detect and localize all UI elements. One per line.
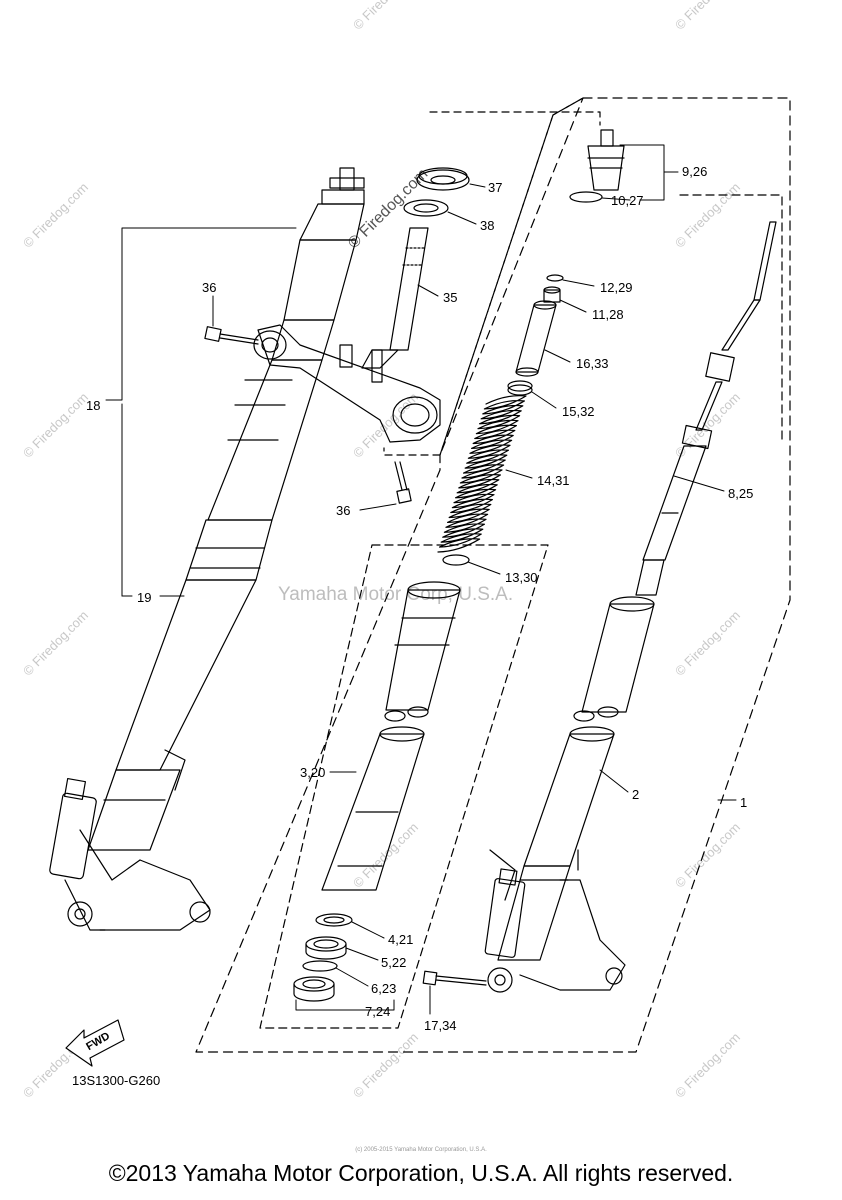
assembled-fork-leg [49,167,365,931]
washer-12 [546,274,564,282]
label-36-bottom: 36 [336,503,351,518]
tiny-copyright: (c) 2005-2015 Yamaha Motor Corporation, … [355,1147,487,1153]
damper-rod [635,221,777,596]
label-10-27: 10,27 [611,193,644,208]
dust-seal-7 [293,976,335,1002]
group-outline-1 [195,97,791,1053]
spacer-16 [515,300,557,377]
label-9-26: 9,26 [682,164,708,179]
steering-stem [361,227,429,369]
inner-tube-slider [321,726,425,891]
fwd-arrow-icon [65,1019,125,1067]
seal-4 [315,913,353,927]
label-35: 35 [443,290,458,305]
bearing-race [416,167,470,191]
label-7-24: 7,24 [365,1004,391,1019]
label-17-34: 17,34 [424,1018,457,1033]
group-outline-3-20 [259,544,549,1029]
label-18: 18 [86,398,101,413]
label-8-25: 8,25 [728,486,754,501]
pinch-bolt-upper [204,326,259,345]
copyright-notice: ©2013 Yamaha Motor Corporation, U.S.A. A… [108,1160,734,1186]
outer-tube [384,581,461,722]
group-outline-2 [439,97,584,456]
yamaha-watermark: Yamaha Motor Corp, U.S.A. [278,584,514,605]
label-15-32: 15,32 [562,404,595,419]
spring-seat-15 [507,380,533,396]
under-bracket [253,324,441,443]
label-38: 38 [480,218,495,233]
collar-11 [543,286,561,303]
label-11-28: 11,28 [592,307,624,322]
fork-inner-tube-right [497,726,615,961]
label-16-33: 16,33 [576,356,609,371]
label-13-30: 13,30 [505,570,538,585]
group-outline-steering [383,111,601,456]
group-outline-damper [679,194,783,441]
label-19: 19 [137,590,152,605]
label-1: 1 [740,795,748,810]
dust-seal [403,199,449,217]
cap-bolt-assembly [569,129,625,203]
label-37: 37 [488,180,503,195]
label-6-23: 6,23 [371,981,397,996]
fork-spring-14 [437,395,527,553]
label-2: 2 [632,787,640,802]
label-12-29: 12,29 [600,280,633,295]
diagram-code: 13S1300-G260 [72,1073,161,1088]
washer-13 [442,554,470,566]
clip-6 [302,960,338,972]
axle-bracket-right [484,849,626,993]
leader-lines [105,144,737,1015]
label-5-22: 5,22 [381,955,407,970]
oil-seal-5 [305,936,347,960]
axle-pinch-bolt [422,970,487,986]
fork-outer-tube-right [573,596,655,722]
label-3-20: 3,20 [300,765,326,780]
label-14-31: 14,31 [537,473,570,488]
pinch-bolt-lower [394,461,412,504]
label-36-top: 36 [202,280,217,295]
label-4-21: 4,21 [388,932,414,947]
